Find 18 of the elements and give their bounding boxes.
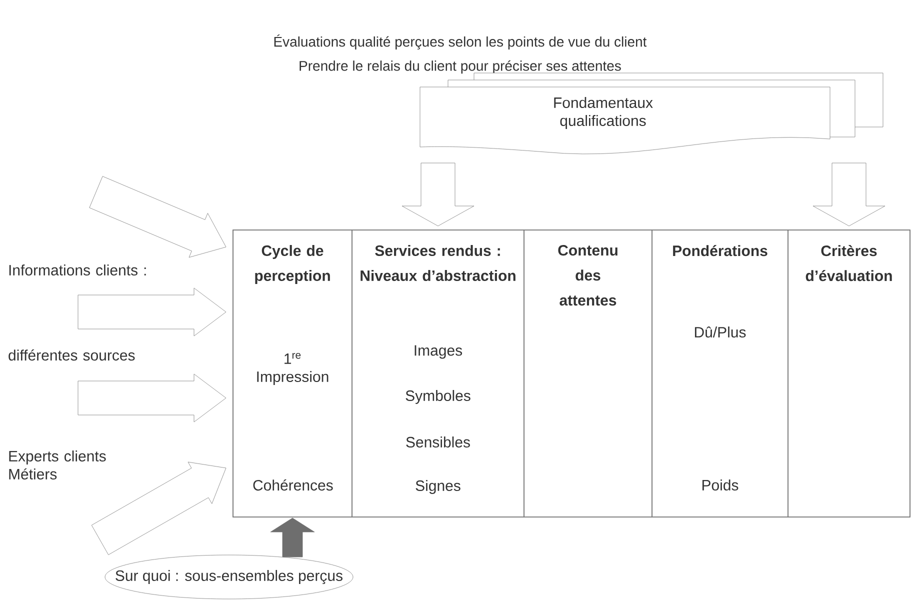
block-arrow: [89, 176, 226, 258]
table-column: Contenu des attentes: [524, 230, 652, 518]
block-arrow: [78, 288, 226, 336]
table-column: Cycle de perception 1$^{re}$ Impression Cohérences: [232, 230, 352, 518]
side-label: Informations clients :: [9, 264, 146, 276]
document-stack: Fondamentaux qualifications: [420, 72, 884, 154]
side-label: différentes sources: [8, 349, 135, 361]
table-column: Pondérations Dû/Plus Poids: [652, 230, 788, 518]
subtitle: Prendre le relais du client pour préciser ses attentes: [300, 60, 621, 74]
block-arrow: [270, 518, 315, 558]
block-arrow: [78, 374, 226, 422]
side-label: Experts clients Métiers: [9, 450, 106, 480]
block-arrow: [402, 162, 474, 226]
table-column: Services rendus : Niveaux d’abstraction Images Symboles Sensibles Signes: [352, 230, 524, 518]
block-arrow: [812, 162, 886, 226]
table-column: Critères d’évaluation: [788, 230, 910, 518]
block-arrow: [91, 462, 226, 555]
title: Évaluations qualité perçues selon les points de vue du client: [274, 34, 647, 50]
